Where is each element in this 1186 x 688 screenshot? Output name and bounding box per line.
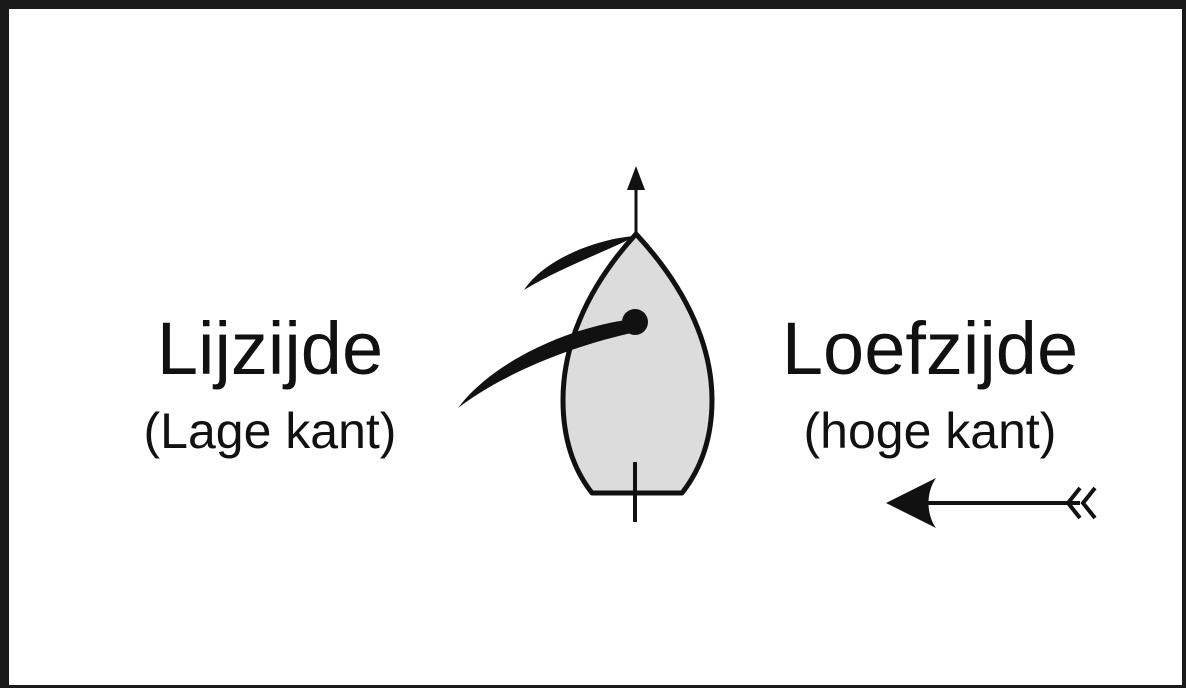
lee-side-label: Lijzijde (Lage kant) bbox=[110, 307, 430, 459]
wind-arrow-icon bbox=[886, 478, 1097, 528]
hull-icon bbox=[560, 231, 715, 496]
windward-side-label: Loefzijde (hoge kant) bbox=[745, 307, 1115, 459]
heading-arrow-icon bbox=[627, 166, 645, 236]
windward-side-subtitle: (hoge kant) bbox=[803, 403, 1057, 459]
windward-side-title: Loefzijde bbox=[781, 307, 1079, 390]
lee-side-title: Lijzijde bbox=[156, 307, 384, 390]
mast-icon bbox=[622, 309, 648, 335]
mainsail-icon bbox=[458, 320, 636, 408]
lee-side-subtitle: (Lage kant) bbox=[143, 403, 397, 459]
jib-sail-icon bbox=[524, 236, 636, 290]
